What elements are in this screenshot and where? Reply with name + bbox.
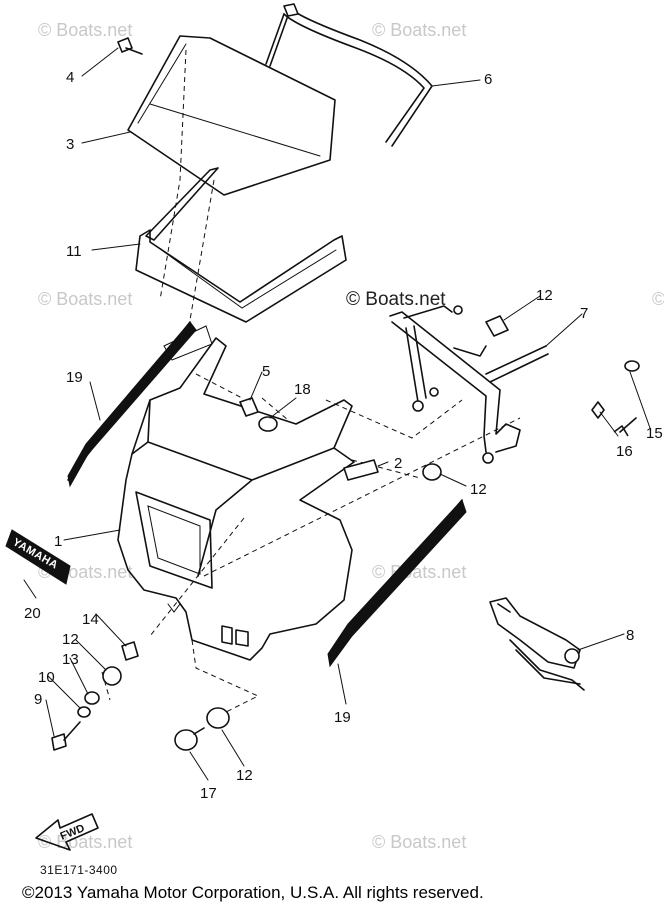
- copyright-notice: ©2013 Yamaha Motor Corporation, U.S.A. A…: [22, 883, 484, 902]
- assembly-lines: [101, 49, 521, 713]
- callout-12-mid: 12: [470, 481, 487, 498]
- stay-6: [265, 3, 433, 147]
- small-parts: [51, 315, 640, 751]
- callout-4: 4: [66, 69, 74, 86]
- main-cowling-1: [117, 325, 355, 661]
- callout-17: 17: [200, 785, 217, 802]
- watermark: © Boats.net: [38, 289, 132, 309]
- callout-12-bottom: 12: [236, 767, 253, 784]
- callout-20: 20: [24, 605, 41, 622]
- callouts: 4 3 6 11 19 5 18 12 7 2 12 16 15 1 20 8 …: [24, 69, 663, 802]
- windshield: [127, 35, 336, 196]
- watermark: © Boats.net: [652, 289, 664, 309]
- side-strip-19-right: [327, 499, 467, 668]
- callout-19-right: 19: [334, 709, 351, 726]
- callout-13: 13: [62, 651, 79, 668]
- part-code: 31E171-3400: [40, 863, 118, 877]
- callout-9: 9: [34, 691, 42, 708]
- inner-panel-11: [135, 167, 347, 323]
- watermark-center: © Boats.net: [346, 289, 446, 310]
- callout-5: 5: [262, 363, 270, 380]
- frame-stay-7: [389, 305, 549, 464]
- callout-6: 6: [484, 71, 492, 88]
- leader-lines: [23, 47, 651, 781]
- callout-19-left: 19: [66, 369, 83, 386]
- callout-10: 10: [38, 669, 55, 686]
- callout-8: 8: [626, 627, 634, 644]
- side-strip-19-left: [67, 321, 197, 488]
- callout-1: 1: [54, 533, 62, 550]
- callout-12-top: 12: [536, 287, 553, 304]
- callout-18: 18: [294, 381, 311, 398]
- callout-14: 14: [82, 611, 99, 628]
- watermark: © Boats.net: [372, 20, 466, 40]
- watermark: © Boats.net: [38, 832, 132, 852]
- mount-bracket-8: [489, 597, 585, 691]
- callout-2: 2: [394, 455, 402, 472]
- watermarks: © Boats.net © Boats.net © Boats.net © Bo…: [38, 20, 664, 852]
- watermark: © Boats.net: [38, 20, 132, 40]
- callout-15: 15: [646, 425, 663, 442]
- screw-4: [117, 37, 143, 55]
- watermark: © Boats.net: [372, 832, 466, 852]
- callout-3: 3: [66, 136, 74, 153]
- watermark: © Boats.net: [372, 562, 466, 582]
- callout-7: 7: [580, 305, 588, 322]
- callout-11: 11: [66, 243, 82, 260]
- callout-16: 16: [616, 443, 633, 460]
- callout-12-lower: 12: [62, 631, 79, 648]
